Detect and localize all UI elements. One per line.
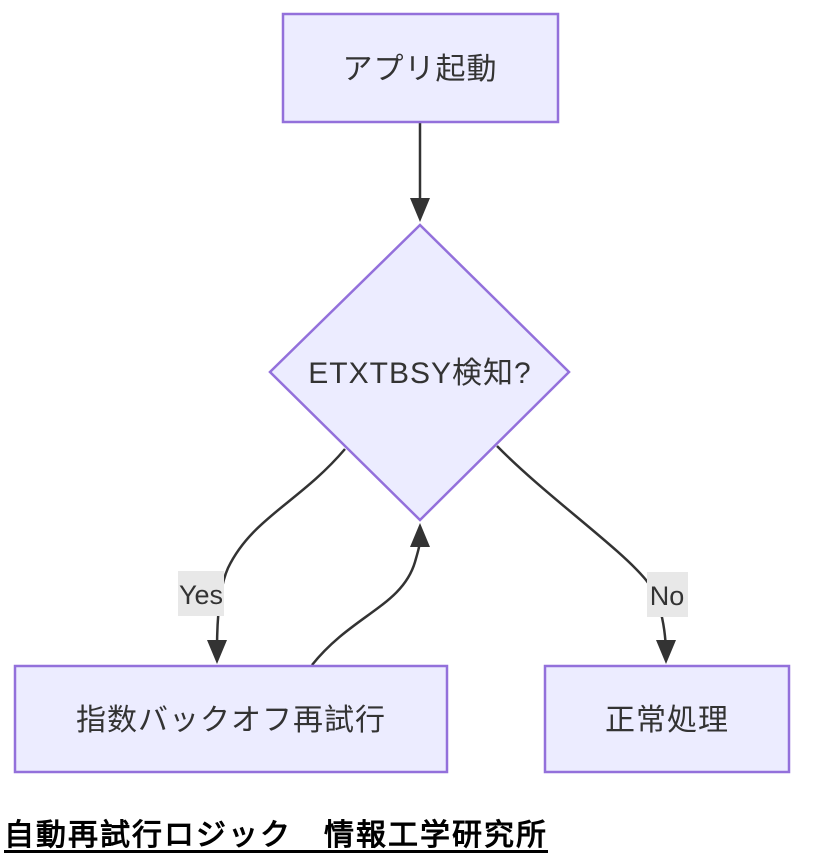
edge-label-background [178, 571, 224, 616]
edge-retry-to-decision [311, 523, 430, 666]
edge-label-yes: Yes [178, 571, 224, 616]
edge-label-no-text: No [650, 581, 685, 611]
node-normal-box [543, 664, 791, 774]
edge-line [496, 445, 668, 651]
node-normal: 正常処理 [543, 664, 791, 774]
diagram-title: 自動再試行ロジック 情報工学研究所 [4, 819, 548, 852]
arrowhead-up-icon [410, 523, 430, 547]
arrowhead-down-icon [207, 640, 227, 664]
node-decision: ETXTBSY検知? [268, 223, 571, 522]
node-retry-box [13, 664, 449, 774]
node-retry: 指数バックオフ再試行 [13, 664, 449, 774]
edge-label-background [647, 572, 688, 617]
node-normal-label: 正常処理 [605, 704, 729, 737]
node-app-start-box [281, 12, 560, 124]
node-decision-diamond [268, 223, 571, 522]
edge-line [311, 535, 422, 666]
edge-line [215, 448, 346, 651]
edge-label-no: No [647, 572, 688, 617]
node-app-start-label: アプリ起動 [343, 53, 498, 86]
node-app-start: アプリ起動 [281, 12, 560, 124]
node-retry-label: 指数バックオフ再試行 [76, 704, 386, 737]
edge-decision-to-retry [207, 448, 346, 664]
edge-start-to-decision [410, 122, 430, 222]
arrowhead-down-icon [656, 640, 676, 664]
edge-label-yes-text: Yes [179, 580, 223, 610]
node-decision-label: ETXTBSY検知? [308, 357, 531, 390]
edge-decision-to-normal [496, 445, 676, 664]
arrowhead-down-icon [410, 198, 430, 222]
